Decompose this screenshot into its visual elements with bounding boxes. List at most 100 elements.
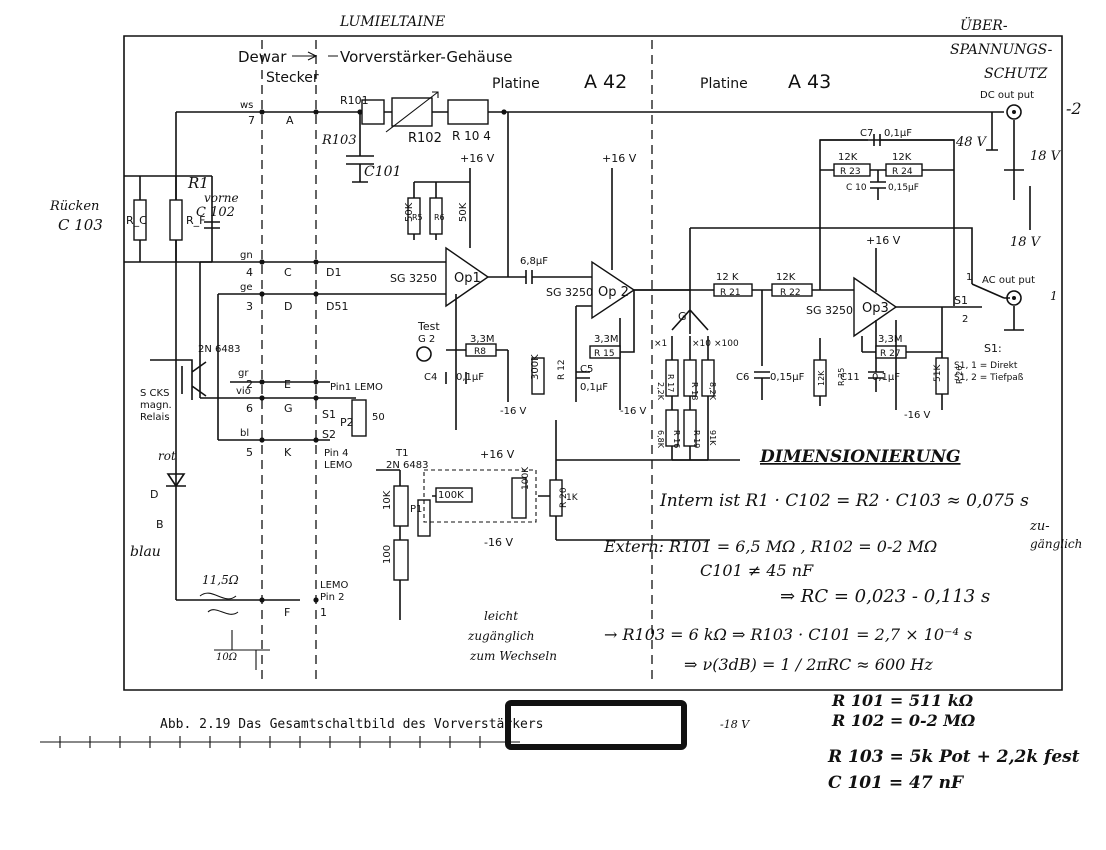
r100k-h: 100K: [438, 490, 464, 501]
s1-legend-1: S1, 1 = Direkt: [954, 361, 1018, 371]
test-jack: [416, 346, 432, 362]
op2-amplifier: [555, 168, 710, 541]
ntc-label: 2N 6483: [198, 344, 240, 355]
access-note-1: leicht: [484, 609, 518, 623]
r23-label: R 23: [840, 167, 861, 177]
gain-x100: ×100: [714, 339, 739, 349]
input-network: [346, 91, 507, 183]
feedback-network-right: [820, 134, 954, 200]
c6-val: 0,15µF: [770, 372, 805, 383]
op2-neg-supply: -16 V: [620, 406, 647, 417]
figure-caption: Abb. 2.19 Das Gesamtschaltbild des Vorve…: [160, 717, 544, 732]
final-r103: R 103 = 5k Pot + 2,2k fest: [827, 747, 1080, 767]
r27-val: 3,3M: [878, 334, 903, 345]
r19-label: R 19: [692, 430, 701, 448]
wire-bl: bl: [240, 428, 249, 439]
pin-6: 6: [246, 402, 253, 415]
gain-switch: [665, 227, 973, 461]
c102-note-1: R1: [187, 174, 209, 192]
lemo4-line2: LEMO: [324, 460, 353, 471]
ntc2-label: 2N 6483: [386, 460, 428, 471]
op1-supply: +16 V: [460, 152, 495, 165]
wire-ws: ws: [240, 100, 253, 111]
r18-val: 8,2K: [708, 382, 717, 401]
c102-note-2: vorne: [204, 191, 239, 205]
r20-resistor: [549, 479, 563, 517]
p1-block: [376, 469, 556, 620]
r16-val: 6,8K: [656, 430, 665, 449]
wire-gn: gn: [240, 250, 253, 261]
r27-label: R 27: [880, 349, 901, 359]
r25-label: R 25: [837, 368, 846, 386]
r8-val: 3,3M: [470, 334, 495, 345]
lemo2-line2: Pin 2: [320, 592, 344, 603]
c4-val: 0,1µF: [456, 372, 484, 383]
wire-gr: gr: [238, 368, 249, 379]
lowpass-chain: [634, 139, 955, 400]
r11-label: 11,5Ω: [202, 573, 239, 587]
b-label: B: [156, 518, 164, 531]
c7-label: C7: [860, 128, 873, 139]
r19-val: 91K: [708, 430, 717, 446]
dewar-arrow: [292, 51, 338, 61]
margin-1: 1: [1050, 289, 1058, 303]
final-r101: R 101 = 511 kΩ: [831, 691, 974, 710]
c10-val: 0,15µF: [888, 183, 919, 193]
note-nu: ⇒ ν(3dB) = 1 / 2πRC ≈ 600 Hz: [684, 655, 933, 674]
gain-g: G: [678, 310, 687, 323]
s1-pin-label: S1: [322, 408, 336, 421]
zener-48v: 48 V: [955, 135, 988, 150]
c101-label: C101: [364, 164, 401, 180]
r24-val: 12K: [892, 152, 912, 163]
op3-supply: +16 V: [866, 234, 901, 247]
c11-label: C11: [840, 372, 860, 383]
op3-neg-supply: -16 V: [904, 410, 931, 421]
feedback-network-left: [124, 175, 220, 263]
r12-label: R 12: [557, 359, 567, 380]
sg3-label: SG 3250: [806, 304, 853, 317]
margin-2: -2: [1066, 99, 1082, 118]
pot-supply: +16 V: [480, 448, 515, 461]
note-rc: ⇒ RC = 0,023 - 0,113 s: [780, 586, 990, 607]
r21-val: 12 K: [716, 272, 739, 283]
note-c101: C101 ≠ 45 nF: [700, 561, 814, 580]
r6-label: R6: [434, 213, 445, 222]
g2-label: G 2: [418, 334, 435, 345]
final-r102: R 102 = 0-2 MΩ: [831, 711, 976, 730]
c103-note-1: Rücken: [49, 199, 99, 214]
pin-2: 2: [246, 378, 253, 391]
r12-val: 300K: [530, 354, 541, 380]
r17-val: 2,2K: [656, 382, 665, 401]
sg1-label: SG 3250: [390, 272, 437, 285]
r15-val: 3,3M: [594, 334, 619, 345]
op2-label: Op 2: [598, 285, 629, 300]
s1-pos2: 2: [962, 314, 968, 325]
dewar-label: Dewar: [238, 48, 287, 66]
r6-val: 50K: [458, 202, 469, 222]
note-extern: Extern: R101 = 6,5 MΩ , R102 = 0-2 MΩ: [603, 537, 937, 556]
ac-output-label: AC out put: [982, 275, 1035, 286]
rc-label: R_C: [126, 214, 147, 227]
pin-7: 7: [248, 114, 255, 127]
d51-label: D51: [326, 300, 348, 313]
r102-label: R102: [408, 131, 442, 146]
p2-pot: [351, 399, 367, 437]
wire-ge: ge: [240, 282, 253, 293]
r18-label: R 18: [690, 382, 699, 400]
top-left-scrawl: LUMIELTAINE: [339, 14, 445, 30]
gehaeuse-label: Vorverstärker-Gehäuse: [340, 48, 512, 66]
letter-e: E: [284, 378, 291, 391]
s1-pos1: 1: [966, 272, 972, 283]
r101-label: R101: [340, 94, 369, 107]
dc-output-label: DC out put: [980, 90, 1034, 101]
c6-label: C6: [736, 372, 749, 383]
op1-amplifier: [407, 112, 592, 430]
overvoltage-line1: ÜBER-: [960, 16, 1008, 34]
coupling-cap: 6,8µF: [520, 256, 548, 267]
r21-label: R 21: [720, 288, 741, 298]
access-note-3: zum Wechseln: [469, 649, 557, 663]
s1-legend-2: S1, 2 = Tiefpaß: [954, 373, 1024, 383]
pin-4: 4: [246, 266, 253, 279]
dimensioning-title: DIMENSIONIERUNG: [759, 447, 961, 467]
zener-18v-a: 18 V: [1030, 149, 1062, 164]
